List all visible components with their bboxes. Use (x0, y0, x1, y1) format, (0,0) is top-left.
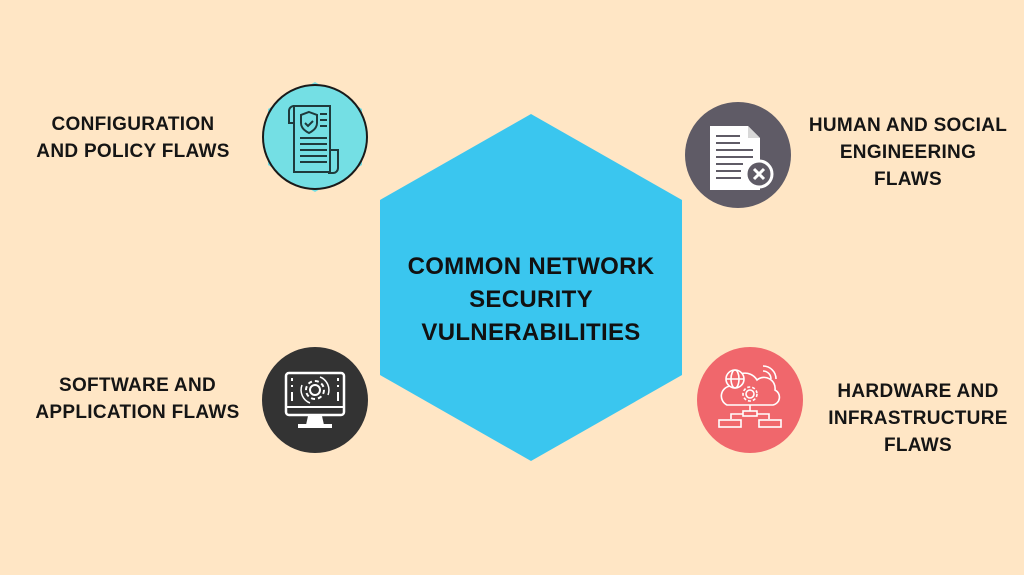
label-line: CONFIGURATION (51, 114, 215, 135)
label-software-application: SOFTWARE AND APPLICATION FLAWS (15, 372, 260, 426)
label-hardware-infrastructure: HARDWARE AND INFRASTRUCTURE FLAWS (808, 378, 1024, 459)
label-line: INFRASTRUCTURE (828, 408, 1008, 429)
label-line: SOFTWARE AND (58, 375, 216, 396)
document-reject-icon (685, 102, 791, 208)
label-line: AND POLICY FLAWS (36, 141, 230, 162)
central-title-line: COMMON NETWORK (407, 253, 655, 280)
label-human-social-engineering: HUMAN AND SOCIAL ENGINEERING FLAWS (785, 112, 1024, 193)
monitor-gear-icon (262, 347, 368, 453)
central-title: COMMON NETWORK SECURITY VULNERABILITIES (380, 250, 682, 349)
label-line: FLAWS (884, 435, 952, 456)
policy-document-shield-icon (258, 80, 372, 194)
label-line: APPLICATION FLAWS (35, 402, 240, 423)
label-line: HARDWARE AND (837, 381, 999, 402)
label-line: HUMAN AND SOCIAL (808, 115, 1008, 136)
label-line: FLAWS (874, 169, 942, 190)
cloud-network-icon (697, 347, 803, 453)
central-title-line: SECURITY (469, 286, 593, 313)
central-title-line: VULNERABILITIES (421, 319, 641, 346)
label-configuration-policy: CONFIGURATION AND POLICY FLAWS (18, 111, 248, 165)
label-line: ENGINEERING (839, 142, 977, 163)
